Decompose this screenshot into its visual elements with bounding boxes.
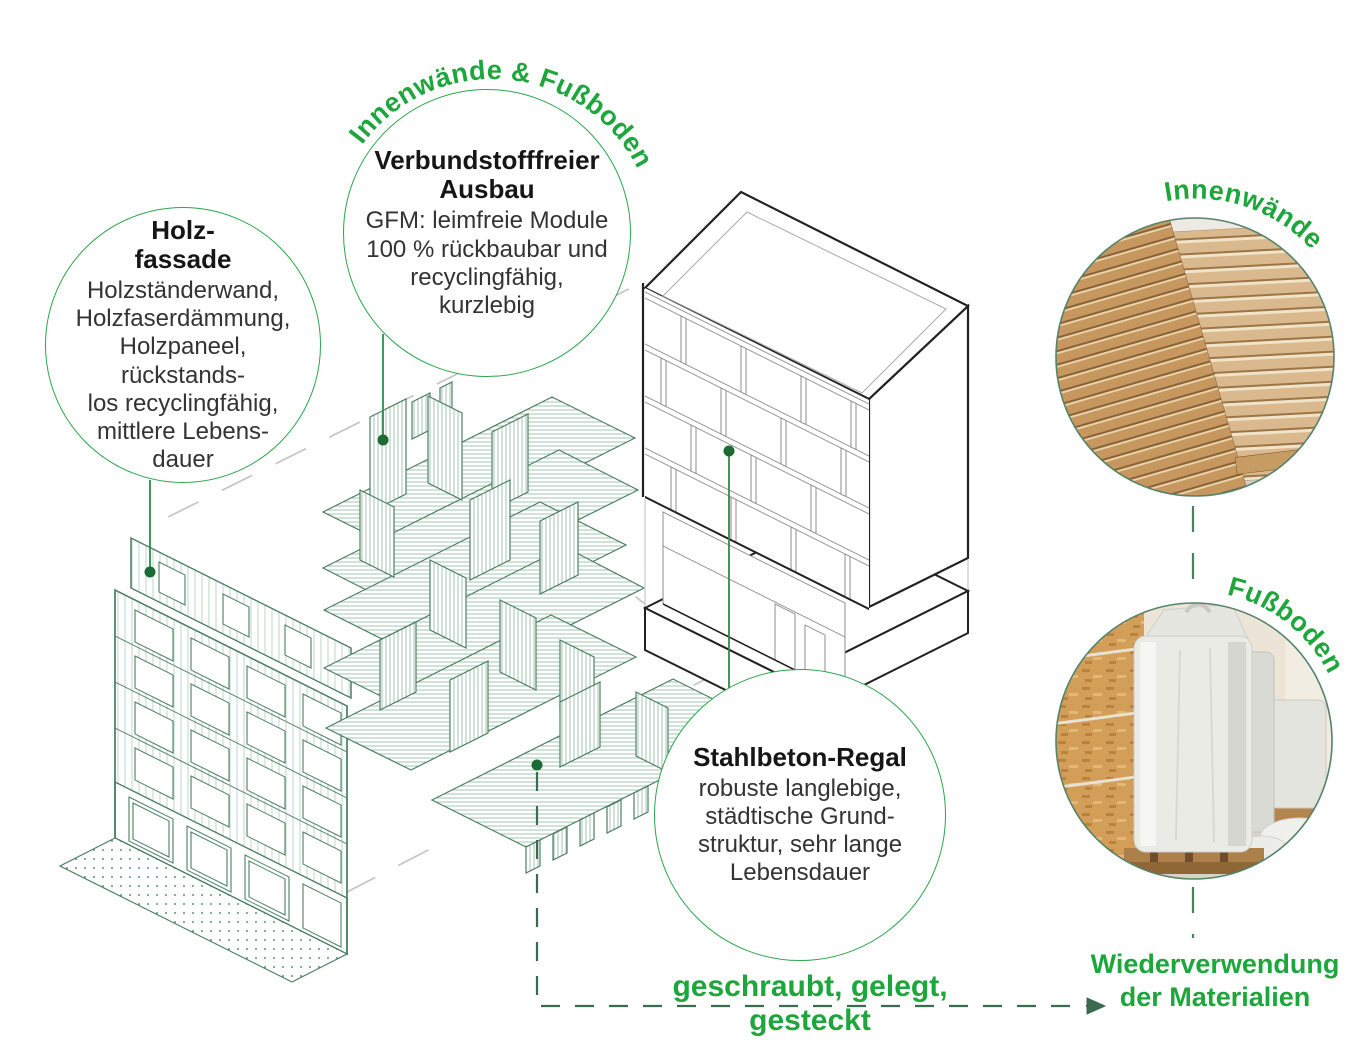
reuse-label: Wiederverwendung der Materialien — [1090, 949, 1340, 1012]
annotation-ausbau-title: Verbundstofffreier Ausbau — [374, 145, 600, 205]
annotation-stahlbeton-title: Stahlbeton-Regal — [693, 741, 907, 772]
leader-dots — [144, 434, 735, 771]
annotation-ausbau-body: GFM: leimfreie Module 100 % rückbaubar u… — [365, 207, 609, 319]
annotation-holzfassade: Holz- fassade Holzständerwand, Holzfaser… — [45, 207, 321, 483]
holzfassade-drawing — [58, 536, 352, 983]
annotation-holzfassade-title: Holz- fassade — [134, 215, 232, 275]
stahlbeton-building-drawing — [641, 190, 970, 696]
assembly-dashed-line — [535, 772, 1107, 1015]
ausbau-module-drawing — [321, 381, 769, 874]
annotation-stahlbeton: Stahlbeton-Regal robuste langlebige, stä… — [654, 669, 946, 961]
annotation-holzfassade-body: Holzständerwand, Holzfaserdämmung, Holzp… — [75, 277, 291, 473]
pavement — [58, 837, 349, 983]
photo-innenwaende — [1055, 217, 1335, 497]
leader-lines — [149, 334, 730, 688]
annotation-ausbau: Verbundstofffreier Ausbau GFM: leimfreie… — [343, 89, 631, 377]
assembly-label: geschraubt, gelegt, gesteckt — [672, 970, 948, 1037]
annotation-stahlbeton-body: robuste langlebige, städtische Grund- st… — [697, 774, 903, 887]
